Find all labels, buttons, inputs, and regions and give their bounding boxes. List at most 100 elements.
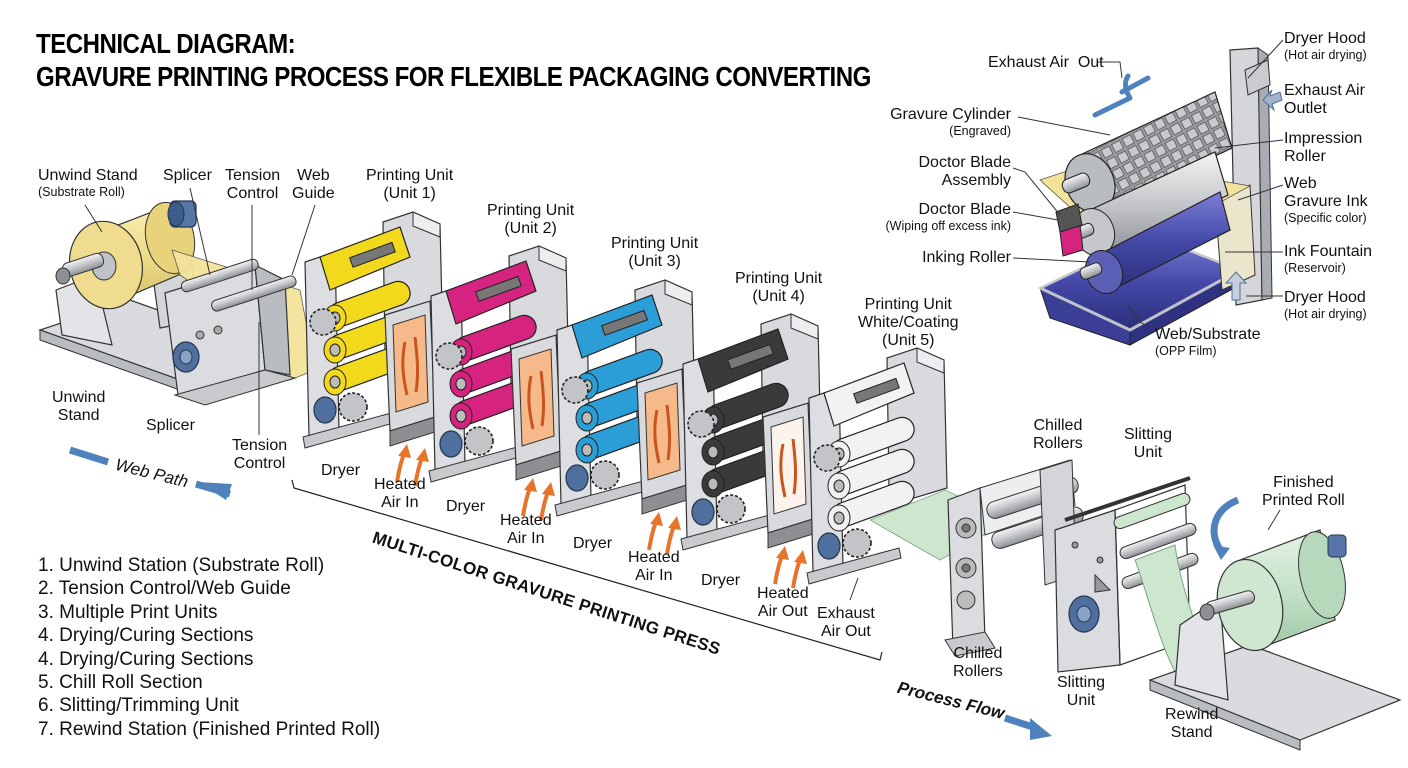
legend-item: 6. Slitting/Trimming Unit	[38, 695, 239, 717]
slitting-unit	[1054, 476, 1211, 691]
dryer-3	[636, 368, 688, 555]
exhaust-outlet-arrow-icon	[1262, 89, 1283, 112]
label-ink-fountain: Ink Fountain (Reservoir)	[1284, 243, 1373, 275]
doctor-blade-icon	[1055, 203, 1084, 257]
legend-item: 2. Tension Control/Web Guide	[38, 578, 291, 600]
rewind-rotation-arrow-icon	[1210, 496, 1240, 555]
airflow-arrow-icon	[401, 341, 409, 396]
gear-icon	[309, 308, 337, 336]
page-title: TECHNICAL DIAGRAM: GRAVURE PRINTING PROC…	[36, 27, 871, 93]
title-line-2: GRAVURE PRINTING PROCESS FOR FLEXIBLE PA…	[36, 61, 871, 92]
label-chilled-rollers-bottom: Chilled Rollers	[953, 645, 1003, 680]
dryer-panel	[518, 348, 555, 447]
press-bracket	[291, 479, 883, 661]
label-tension-control-bottom: Tension Control	[232, 437, 288, 472]
label-heated-air-in-1: Heated Air In	[374, 476, 426, 511]
label-heated-air-in-2: Heated Air In	[500, 512, 552, 547]
gear-icon	[716, 494, 746, 524]
heat-arrowhead-icon	[650, 512, 663, 526]
label-dryer-2: Dryer	[446, 498, 486, 515]
label-web-gravure-ink: Web Gravure Ink (Specific color)	[1284, 175, 1368, 225]
label-tension-control: Tension Control	[225, 167, 281, 202]
label-inset-exhaust-air-out: Exhaust Air Out	[988, 54, 1104, 71]
label-web-guide: Web Guide	[292, 167, 335, 202]
gear-icon	[687, 410, 715, 438]
label-chilled-rollers-top: Chilled Rollers	[1033, 417, 1083, 452]
label-doctor-blade-assembly: Doctor Blade Assembly	[918, 154, 1012, 189]
airflow-arrow-icon	[653, 409, 661, 464]
label-splicer: Splicer	[163, 167, 212, 184]
web-path-arrow-icon	[68, 446, 232, 500]
gear-icon	[435, 342, 463, 370]
label-impression-roller: Impression Roller	[1284, 130, 1363, 165]
dryer-4	[762, 402, 814, 589]
inking-roller-icon	[1079, 191, 1231, 294]
airflow-arrow-icon	[665, 404, 672, 461]
label-exhaust-air-out: Exhaust Air Out	[817, 605, 875, 640]
printing-units	[302, 211, 948, 589]
leader-lines	[84, 39, 1284, 601]
legend-item: 1. Unwind Station (Substrate Roll)	[38, 555, 325, 576]
title-line-1: TECHNICAL DIAGRAM:	[36, 28, 296, 59]
exhaust-arrow-icon	[1092, 73, 1151, 118]
label-rewind-stand: Rewind Stand	[1165, 706, 1219, 741]
gravure-cylinder-icon	[1061, 91, 1233, 213]
motor-icon	[313, 396, 337, 424]
motor-icon	[1068, 595, 1100, 633]
heat-arrowhead-icon	[794, 550, 807, 564]
label-web-substrate: Web/Substrate (OPP Film)	[1155, 326, 1261, 358]
dryer-panel	[770, 416, 807, 515]
label-dryer-4: Dryer	[701, 572, 741, 589]
legend-item: 3. Multiple Print Units	[38, 601, 218, 623]
label-dryer-3: Dryer	[573, 535, 613, 552]
motor-icon	[172, 341, 200, 373]
label-exhaust-air-outlet: Exhaust Air Outlet	[1284, 82, 1365, 117]
finished-roll-icon	[1199, 529, 1346, 652]
printing-unit-5	[806, 347, 948, 585]
gear-icon	[842, 528, 872, 558]
legend-item: 5. Chill Roll Section	[38, 672, 203, 694]
heat-arrowhead-icon	[668, 516, 681, 530]
heat-arrowhead-icon	[524, 478, 537, 492]
label-printing-unit-2: Printing Unit (Unit 2)	[487, 202, 575, 237]
heat-arrowhead-icon	[398, 444, 411, 458]
airflow-arrow-icon	[539, 370, 546, 427]
dryer-hood-arrow-icon	[1224, 271, 1248, 301]
motor-icon	[1327, 534, 1347, 558]
dryer-2	[510, 334, 562, 521]
label-dryer-hood-top: Dryer Hood (Hot air drying)	[1284, 30, 1367, 62]
ink-fountain-icon	[1036, 233, 1244, 346]
label-printing-unit-1: Printing Unit (Unit 1)	[366, 167, 454, 202]
impression-roller-icon	[1069, 151, 1229, 257]
heat-arrowhead-icon	[542, 482, 555, 496]
motor-icon	[817, 532, 841, 560]
label-slitting-unit-top: Slitting Unit	[1124, 426, 1173, 461]
legend-item: 7. Rewind Station (Finished Printed Roll…	[38, 718, 381, 740]
gravure-detail-inset	[1036, 47, 1283, 346]
airflow-arrow-icon	[527, 375, 535, 430]
dryer-1	[384, 300, 436, 487]
process-legend: 1. Unwind Station (Substrate Roll) 2. Te…	[38, 554, 380, 741]
gear-icon	[561, 376, 589, 404]
label-unwind-stand-bottom: Unwind Stand	[52, 389, 106, 424]
airflow-arrow-icon	[413, 336, 420, 393]
motor-icon	[691, 498, 715, 526]
legend-item: 4. Drying/Curing Sections	[38, 648, 254, 670]
dryer-panel	[392, 314, 429, 413]
gear-icon	[464, 426, 494, 456]
heat-arrowhead-icon	[416, 448, 429, 462]
label-gravure-cylinder: Gravure Cylinder (Engraved)	[890, 106, 1011, 138]
motor-icon	[565, 464, 589, 492]
label-dryer-1: Dryer	[321, 462, 361, 479]
heat-arrowhead-icon	[776, 546, 789, 560]
label-heated-air-in-3: Heated Air In	[628, 549, 680, 584]
motor-icon	[167, 200, 197, 228]
label-printing-unit-5: Printing Unit White/Coating (Unit 5)	[858, 296, 959, 349]
airflow-arrow-icon	[791, 438, 798, 495]
label-printing-unit-3: Printing Unit (Unit 3)	[611, 235, 699, 270]
label-slitting-unit-bottom: Slitting Unit	[1057, 674, 1106, 709]
rewind-rotation-arrowhead-icon	[1213, 545, 1230, 560]
label-dryer-hood-bottom: Dryer Hood (Hot air drying)	[1284, 289, 1367, 321]
gear-icon	[338, 392, 368, 422]
